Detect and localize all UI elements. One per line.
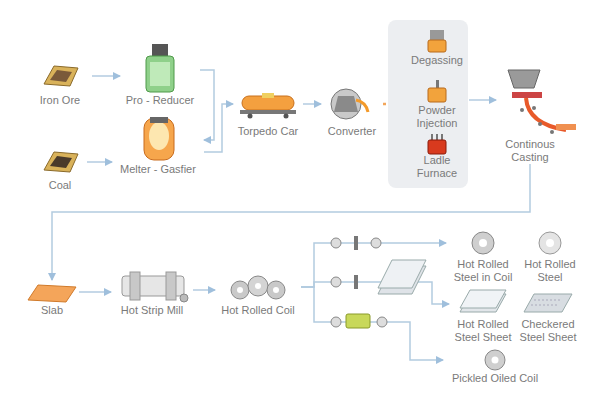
- continuous-casting-icon: [508, 70, 576, 134]
- flow-arrow: [301, 282, 449, 304]
- coal-icon: [44, 152, 78, 172]
- step-label: Torpedo Car: [233, 125, 303, 138]
- refining-panel: [388, 20, 468, 188]
- torpedo-car-icon: [240, 93, 296, 119]
- icon-space: [496, 60, 564, 138]
- step-label: Degassing: [405, 54, 469, 67]
- process-step: Iron Ore: [28, 62, 92, 107]
- flow-arrow: [92, 75, 120, 77]
- step-label: Iron Ore: [28, 94, 92, 107]
- step-label: Continous Casting: [496, 138, 564, 164]
- process-step: Hot Rolled Steel Sheet: [449, 290, 517, 344]
- icon-space: [405, 28, 469, 54]
- pickled-coil-icon: [485, 350, 505, 370]
- process-step: Pro - Reducer: [120, 42, 200, 107]
- flow-arrow: [79, 291, 111, 293]
- icon-space: [111, 270, 193, 304]
- pro-reducer-icon: [146, 44, 174, 92]
- process-step: Torpedo Car: [233, 92, 303, 138]
- step-label: Pro - Reducer: [120, 94, 200, 107]
- icon-space: [518, 228, 582, 258]
- flow-arrow: [204, 104, 233, 152]
- icon-space: [233, 92, 303, 125]
- step-label: Hot Rolled Steel Sheet: [449, 318, 517, 344]
- converter-icon: [331, 89, 368, 119]
- pickling-line-icon: [331, 314, 387, 328]
- step-label: Coal: [33, 179, 87, 192]
- step-label: Hot Strip Mill: [111, 304, 193, 317]
- step-label: Hot Rolled Steel in Coil: [446, 258, 520, 284]
- iron-ore-icon: [44, 66, 78, 86]
- icon-space: [33, 147, 87, 179]
- process-step: Hot Strip Mill: [111, 270, 193, 317]
- step-label: Slab: [25, 304, 79, 317]
- process-step: Hot Rolled Steel: [518, 228, 582, 284]
- process-step: Slab: [25, 280, 79, 317]
- flow-arrow: [87, 161, 112, 163]
- slab-icon: [28, 285, 76, 302]
- process-step: Melter - Gasfier: [112, 115, 204, 176]
- coil-line-icon: [331, 236, 381, 250]
- process-step: Continous Casting: [496, 60, 564, 164]
- step-label: Hot Rolled Steel: [518, 258, 582, 284]
- step-label: Checkered Steel Sheet: [514, 318, 582, 344]
- icon-space: [449, 290, 517, 318]
- step-label: Converter: [321, 125, 383, 138]
- step-label: Pickled Oiled Coil: [443, 372, 547, 385]
- sheet-line-icon: [331, 260, 426, 294]
- hot-rolled-coil-icon: [231, 276, 285, 299]
- steel-product-icon: [539, 232, 561, 254]
- flow-arrow: [301, 243, 446, 287]
- icon-space: [120, 42, 200, 94]
- flow-arrow: [303, 103, 321, 105]
- process-step: Hot Rolled Steel in Coil: [446, 228, 520, 284]
- melter-gasfier-icon: [144, 117, 174, 160]
- process-step: Degassing: [405, 28, 469, 67]
- hot-strip-mill-icon: [122, 272, 188, 302]
- process-step: Ladle Furnace: [407, 134, 467, 180]
- icon-space: [112, 115, 204, 163]
- process-step: Checkered Steel Sheet: [514, 290, 582, 344]
- icon-space: [28, 62, 92, 94]
- flow-arrow: [193, 289, 215, 291]
- step-label: Melter - Gasfier: [112, 163, 204, 176]
- sheet-product-icon: [460, 290, 506, 312]
- process-step: Hot Rolled Coil: [215, 272, 301, 317]
- degassing-icon: [428, 30, 446, 52]
- flow-arrow: [301, 287, 443, 360]
- icon-space: [446, 228, 520, 258]
- ladle-furnace-icon: [428, 134, 446, 154]
- step-label: Powder Injection: [405, 104, 469, 130]
- flow-arrow: [469, 99, 496, 101]
- process-step: Converter: [321, 85, 383, 138]
- step-label: Ladle Furnace: [407, 154, 467, 180]
- icon-space: [405, 80, 469, 104]
- coil-product-icon: [472, 232, 494, 254]
- icon-space: [215, 272, 301, 304]
- icon-space: [407, 134, 467, 154]
- process-step: Pickled Oiled Coil: [443, 348, 547, 385]
- step-label: Hot Rolled Coil: [215, 304, 301, 317]
- icon-space: [514, 290, 582, 318]
- process-step: Powder Injection: [405, 80, 469, 130]
- icon-space: [443, 348, 547, 372]
- process-step: Coal: [33, 147, 87, 192]
- icon-space: [321, 85, 383, 125]
- checkered-product-icon: [524, 294, 572, 312]
- icon-space: [25, 280, 79, 304]
- powder-injection-icon: [428, 80, 446, 102]
- flow-arrow: [200, 70, 214, 140]
